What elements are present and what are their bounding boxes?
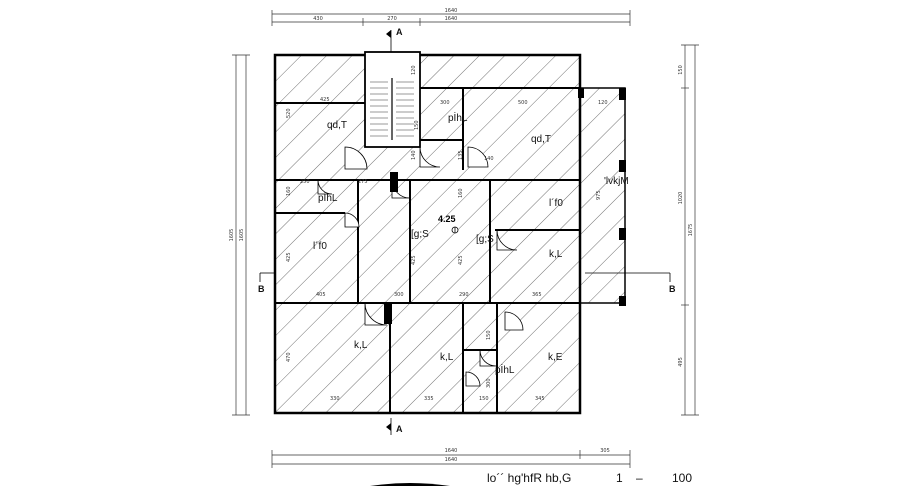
inner-dim-7: 405	[316, 292, 326, 298]
right-dimension-lines	[681, 44, 699, 416]
inner-dim-26: 300	[486, 378, 492, 388]
room-label-2: pİhL	[448, 111, 468, 124]
dim-left-inner: 1605	[239, 229, 245, 242]
dim-bottom-overall-a: 1640	[445, 448, 458, 454]
section-mark-bottom: A	[396, 424, 403, 434]
inner-dim-4: 120	[598, 100, 608, 106]
inner-dim-10: 365	[532, 292, 542, 298]
inner-dim-18: 160	[286, 186, 292, 196]
room-label-3: qd,T	[531, 134, 551, 145]
section-arrow-top	[386, 30, 391, 38]
inner-dim-6: 275	[358, 179, 368, 185]
dim-right-mid: 1020	[678, 192, 684, 205]
room-label-13: k,E	[548, 352, 563, 363]
title-underline	[370, 483, 450, 486]
top-dimension-lines	[271, 10, 631, 26]
dim-right-top: 150	[678, 65, 684, 75]
drawing-title: lo´´ hg'hfR hb,G	[487, 471, 571, 485]
inner-dim-2: 300	[440, 100, 450, 106]
inner-dim-14: 345	[535, 396, 545, 402]
inner-dim-25: 150	[486, 330, 492, 340]
inner-dim-15: 520	[286, 108, 292, 118]
dim-top-seg-a: 430	[313, 16, 323, 22]
inner-dim-12: 335	[424, 396, 434, 402]
room-label-7: l´f0	[313, 240, 327, 252]
dim-right-bottom: 495	[678, 357, 684, 367]
window-marks	[384, 88, 626, 324]
room-label-4: 'lvkjM	[604, 176, 629, 187]
inner-dim-21: 425	[411, 255, 417, 265]
dim-bottom-overall-b: 1640	[445, 457, 458, 463]
room-label-11: k,L	[354, 340, 368, 351]
section-mark-top: A	[396, 27, 403, 37]
interior-walls	[275, 87, 581, 413]
scale-number: 1	[616, 471, 623, 485]
section-mark-left: B	[258, 284, 265, 294]
inner-dim-29: 140	[484, 156, 494, 162]
inner-dim-28: 150	[414, 120, 420, 130]
inner-dim-27: 120	[411, 65, 417, 75]
inner-dim-13: 150	[479, 396, 489, 402]
section-arrow-bottom	[386, 423, 391, 431]
dim-top-seg-b: 270	[387, 16, 397, 22]
dim-top-overall: 1640	[445, 8, 458, 14]
room-label-6: l´f0	[549, 197, 563, 209]
inner-dim-23: 160	[458, 188, 464, 198]
inner-dim-11: 330	[330, 396, 340, 402]
inner-dim-9: 290	[459, 292, 469, 298]
room-label-8: [g;S	[411, 229, 429, 240]
inner-dim-22: 425	[458, 255, 464, 265]
scale-denominator: 100	[672, 471, 692, 485]
room-label-10: k,L	[549, 249, 563, 260]
inner-dim-8: 300	[394, 292, 404, 298]
balcony-area	[579, 87, 626, 304]
dim-top-overall-b: 1640	[445, 16, 458, 22]
dim-bottom-ext: 305	[600, 448, 610, 454]
inner-dim-1: 425	[320, 97, 330, 103]
door-swings	[317, 146, 524, 387]
level-value: 4.25	[438, 214, 456, 224]
room-label-12: k,L	[440, 352, 454, 363]
bottom-dimension-lines	[271, 450, 631, 468]
inner-dim-20: 135	[458, 150, 464, 160]
dim-right-overall: 1675	[688, 224, 694, 237]
room-label-1: qd,T	[327, 120, 347, 131]
inner-dim-17: 470	[286, 352, 292, 362]
room-label-9: [g;S	[476, 234, 494, 245]
room-label-14: pİhL	[495, 363, 515, 376]
room-label-5: pİhL	[318, 191, 338, 204]
inner-dim-16: 425	[286, 252, 292, 262]
inner-dim-5: 250	[300, 179, 310, 185]
stair-treads	[370, 78, 414, 140]
scale-dash: –	[636, 471, 643, 485]
section-mark-right: B	[669, 284, 676, 294]
inner-dim-19: 140	[411, 150, 417, 160]
inner-dim-3: 500	[518, 100, 528, 106]
inner-dim-24: 975	[596, 190, 602, 200]
dim-left-outer: 1605	[229, 229, 235, 242]
left-dimension-lines	[232, 54, 250, 416]
